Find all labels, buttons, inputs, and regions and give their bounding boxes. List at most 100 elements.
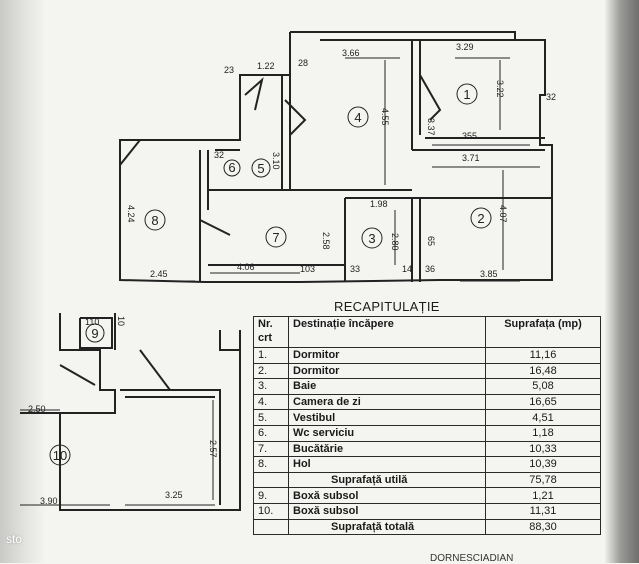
row-nr: 1. — [253, 347, 289, 364]
dim-280: 2.80 — [390, 233, 400, 251]
header-surface: Suprafața (mp) — [485, 316, 601, 348]
row-name: Bucătărie — [288, 440, 486, 458]
row-nr: 2. — [253, 362, 289, 380]
row-name: Baie — [288, 378, 486, 395]
row-name: Vestibul — [288, 409, 486, 426]
row-nr — [253, 518, 289, 536]
dim-33: 33 — [350, 264, 360, 274]
recap-header-row: Nr. crt Destinație încăpere Suprafața (m… — [253, 316, 601, 348]
dim-366: 3.66 — [342, 48, 360, 58]
dim-10: 10 — [116, 316, 126, 326]
dim-424: 4.24 — [126, 205, 136, 223]
row-name: Dormitor — [288, 362, 486, 380]
row-value: 16,65 — [485, 393, 601, 411]
scan-shadow-right — [605, 0, 639, 563]
row-value: 16,48 — [485, 362, 601, 380]
room-6-label: 6 — [228, 160, 235, 175]
dim-32b: 32 — [214, 150, 224, 160]
room-10-label: 10 — [53, 448, 67, 463]
row-value: 1,21 — [485, 487, 601, 504]
row-nr: 9. — [253, 487, 289, 504]
watermark-text: sto — [6, 532, 23, 546]
scan-shadow-left — [0, 0, 46, 563]
room-9-label: 9 — [91, 326, 98, 341]
dim-198: 1.98 — [370, 199, 388, 209]
dim-257: 2.57 — [208, 440, 218, 458]
dim-110: 110 — [85, 317, 99, 327]
row-name: Hol — [288, 456, 486, 473]
room-2-label: 2 — [477, 211, 484, 226]
dim-122: 1.22 — [257, 61, 275, 71]
dim-250: 2.50 — [28, 404, 46, 414]
row-nr — [253, 471, 289, 489]
room-4-label: 4 — [354, 110, 361, 125]
dim-371: 3.71 — [462, 153, 480, 163]
dim-28: 28 — [298, 58, 308, 68]
dim-325: 3.25 — [165, 490, 183, 500]
dim-329: 3.29 — [456, 42, 474, 52]
dim-385: 3.85 — [480, 269, 498, 279]
dim-36: 36 — [425, 264, 435, 274]
header-nr: Nr. crt — [253, 316, 289, 348]
dim-245: 2.45 — [150, 269, 168, 279]
row-value: 75,78 — [485, 471, 601, 489]
row-name: Suprafață totală — [288, 518, 486, 536]
row-name: Wc serviciu — [288, 424, 486, 442]
row-nr: 4. — [253, 393, 289, 411]
recap-title: RECAPITULAȚIE — [334, 299, 440, 314]
dim-455: 4.55 — [380, 108, 390, 126]
dim-258: 2.58 — [321, 232, 331, 250]
row-value: 11,16 — [485, 347, 601, 364]
dim-103: 103 — [300, 264, 315, 274]
footer-signature-text: DORNESCIADIAN — [430, 553, 514, 564]
row-value: 5,08 — [485, 378, 601, 395]
row-value: 10,39 — [485, 456, 601, 473]
row-nr: 5. — [253, 409, 289, 426]
dim-14: 14 — [402, 264, 412, 274]
row-name: Boxă subsol — [288, 502, 486, 520]
room-5-label: 5 — [257, 161, 264, 176]
dim-406: 4.06 — [237, 262, 255, 272]
dim-337: 3.37 — [426, 118, 436, 136]
dim-407: 4.07 — [498, 205, 508, 223]
row-name: Dormitor — [288, 347, 486, 364]
row-value: 4,51 — [485, 409, 601, 426]
room-7-label: 7 — [272, 230, 279, 245]
row-nr: 6. — [253, 424, 289, 442]
row-nr: 10. — [253, 502, 289, 520]
row-nr: 8. — [253, 456, 289, 473]
dim-390: 3.90 — [40, 496, 58, 506]
dim-355: 355 — [462, 131, 477, 141]
row-name: Suprafață utilă — [288, 471, 486, 489]
row-value: 10,33 — [485, 440, 601, 458]
row-nr: 7. — [253, 440, 289, 458]
row-name: Boxă subsol — [288, 487, 486, 504]
header-destination: Destinație încăpere — [288, 316, 486, 348]
row-nr: 3. — [253, 378, 289, 395]
room-8-label: 8 — [151, 213, 158, 228]
room-3-label: 3 — [368, 231, 375, 246]
row-value: 11,31 — [485, 502, 601, 520]
recap-table: Nr. crt Destinație încăpere Suprafața (m… — [253, 316, 601, 536]
row-value: 1,18 — [485, 424, 601, 442]
room-1-label: 1 — [463, 87, 470, 102]
row-value: 88,30 — [485, 518, 601, 536]
dim-65: 65 — [426, 236, 436, 246]
dim-23: 23 — [224, 65, 234, 75]
dim-322: 3.22 — [495, 80, 505, 98]
dim-310: 3.10 — [271, 152, 281, 170]
row-name: Camera de zi — [288, 393, 486, 411]
